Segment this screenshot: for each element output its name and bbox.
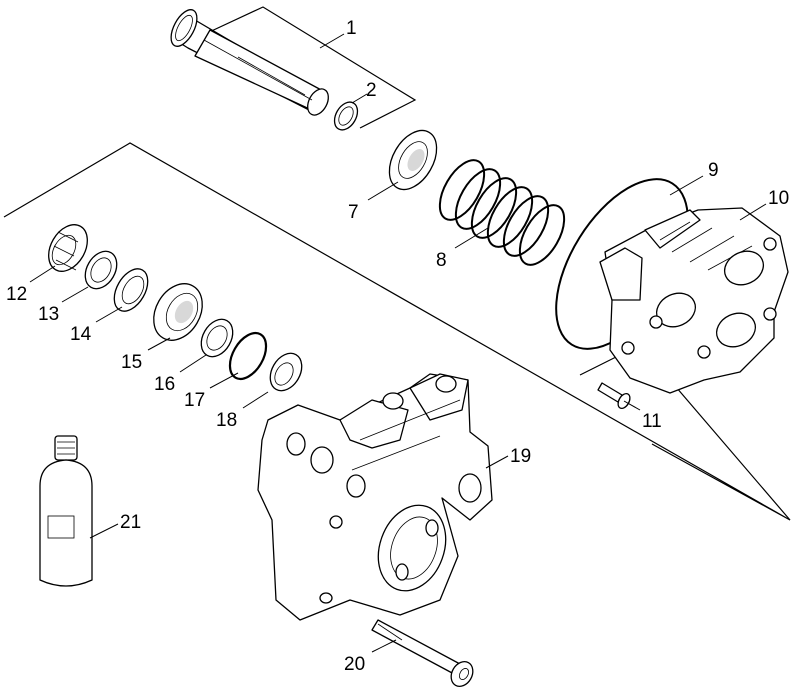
label-part-7: 7 [348,202,359,223]
label-part-1: 1 [346,18,357,39]
seal-cap [48,224,88,272]
label-part-2: 2 [366,80,377,101]
seal-ring-14 [113,268,149,312]
seal-18 [269,352,303,392]
piston [170,9,329,116]
housing-screw [597,382,631,410]
label-part-18: 18 [216,410,237,431]
spring-washer [388,129,438,191]
cylinder-bolt [371,619,474,687]
label-part-15: 15 [121,352,142,373]
label-part-16: 16 [154,374,175,395]
label-part-19: 19 [510,446,531,467]
label-part-8: 8 [436,250,447,271]
small-o-ring [228,331,268,381]
label-part-13: 13 [38,304,59,325]
label-part-9: 9 [708,160,719,181]
label-part-17: 17 [184,390,205,411]
label-part-12: 12 [6,284,27,305]
label-part-21: 21 [120,512,141,533]
oil-bottle [39,435,93,587]
cam-housing [599,207,789,394]
part-number-labels: 1 2 7 8 9 10 11 12 13 14 15 16 17 18 19 … [6,18,789,675]
compression-spring [438,159,566,266]
flat-washer-16 [200,318,234,358]
seal-housing [153,283,203,341]
flat-washer-13 [84,250,118,290]
leader-lines [29,33,767,653]
label-part-10: 10 [768,188,789,209]
label-part-11: 11 [642,411,662,432]
label-part-14: 14 [70,324,92,345]
label-part-20: 20 [344,654,365,675]
retaining-ring [333,101,359,131]
pump-head [257,373,493,621]
